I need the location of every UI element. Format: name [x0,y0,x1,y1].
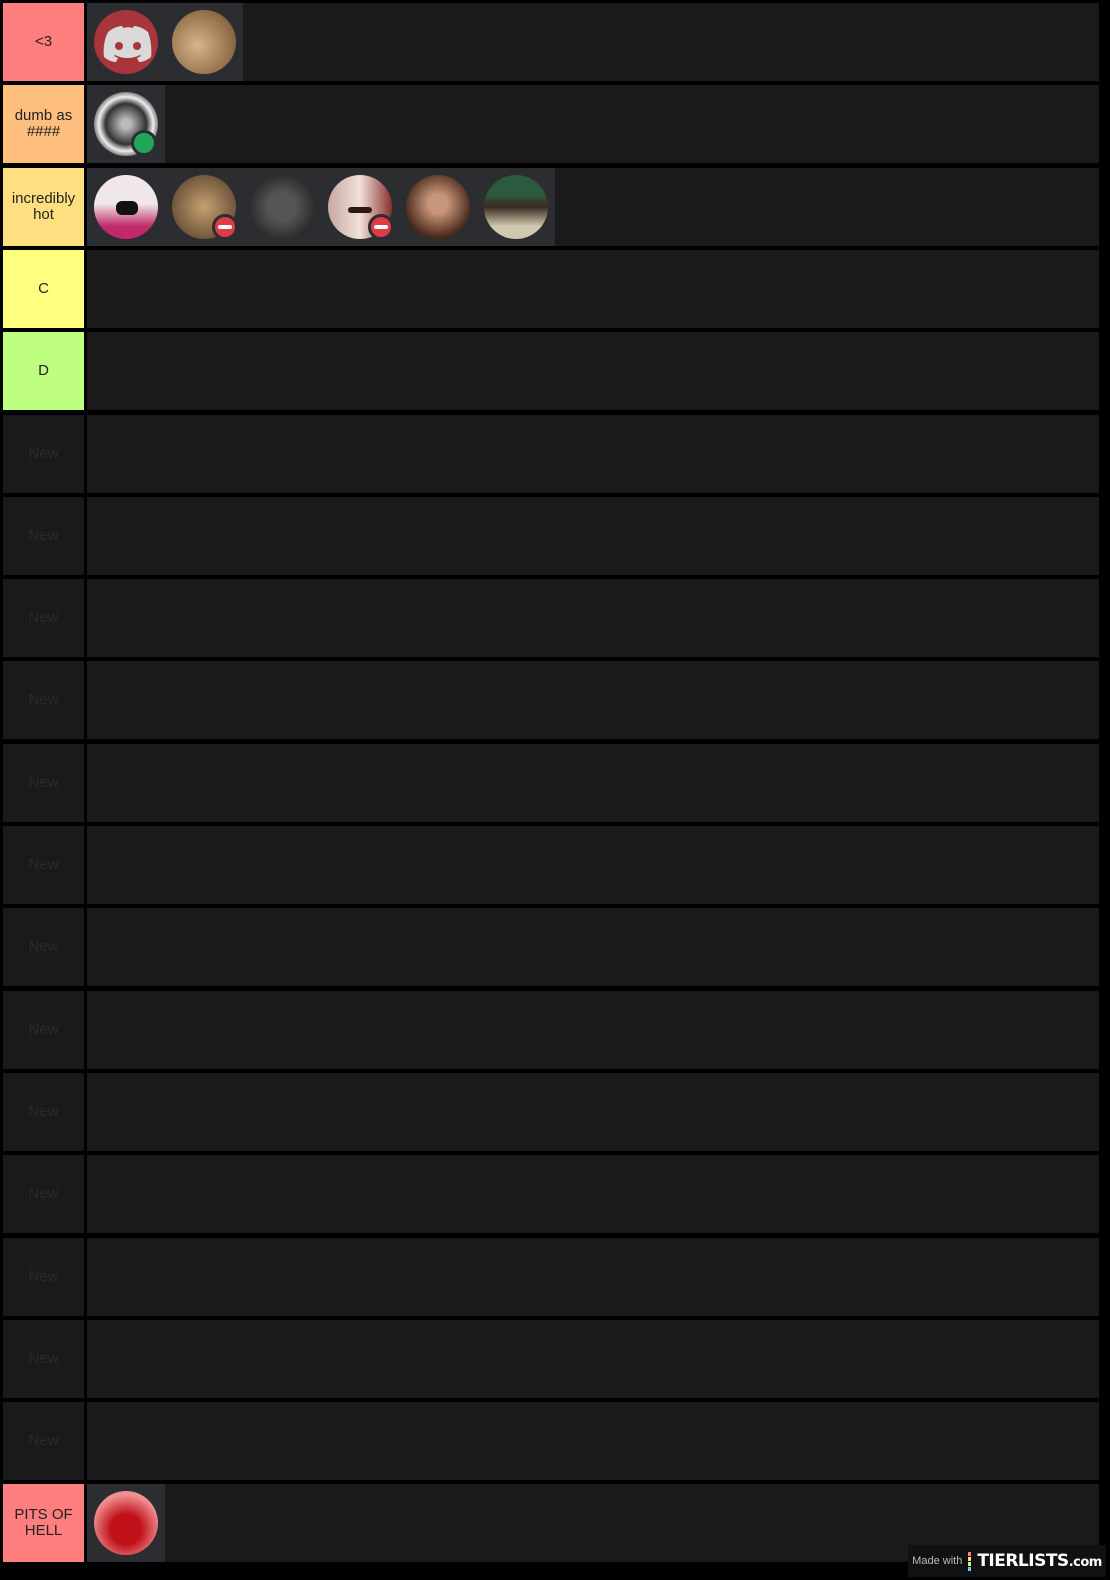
tier-label[interactable]: D [3,332,84,411]
tier-items-dropzone[interactable] [87,414,1099,493]
woman-avatar-icon [406,174,470,239]
tier-label[interactable]: New [3,826,84,904]
man-in-hat-avatar-icon [484,174,548,239]
tier-items-dropzone[interactable] [87,1237,1099,1316]
tier-row: C [0,247,1110,329]
tier-row: dumb as #### [0,82,1110,164]
do-not-disturb-icon [368,213,394,240]
tier-items-dropzone[interactable] [87,579,1099,658]
tier-row: PITS OF HELL [0,1481,1110,1563]
tier-row: D [0,329,1110,411]
discord-logo-icon [94,10,158,74]
tierlists-brand: TIERLISTS.com [977,1551,1102,1571]
tier-row: New [0,1399,1110,1481]
tier-row: New [0,1317,1110,1399]
tier-items-dropzone[interactable] [87,496,1099,575]
tier-label[interactable]: New [3,661,84,740]
tier-label[interactable]: dumb as #### [3,85,84,164]
tier-items-dropzone[interactable] [87,85,1099,164]
tier-items-dropzone[interactable] [87,826,1099,904]
tier-label[interactable]: New [3,743,84,822]
tier-items-dropzone[interactable] [87,167,1099,246]
tier-items-dropzone[interactable] [87,743,1099,822]
tier-item[interactable] [87,85,165,164]
tier-row: incredibly hot [0,165,1110,247]
red-figure-avatar-icon [94,1491,158,1556]
tier-items-dropzone[interactable] [87,1484,1099,1563]
tier-row: <3 [0,0,1110,82]
tier-row: New [0,1070,1110,1152]
tier-label[interactable]: incredibly hot [3,167,84,246]
tier-item[interactable] [87,167,165,246]
tier-item[interactable] [243,167,321,246]
tier-row: New [0,741,1110,823]
tier-item[interactable] [321,167,399,246]
tier-items-dropzone[interactable] [87,1402,1099,1481]
tier-row: New [0,494,1110,576]
tier-label[interactable]: New [3,579,84,658]
tier-items-dropzone[interactable] [87,990,1099,1069]
tier-label[interactable]: New [3,908,84,987]
tierlists-logo-icon [968,1551,972,1571]
tier-items-dropzone[interactable] [87,3,1099,81]
tier-item[interactable] [165,167,243,246]
tier-items-dropzone[interactable] [87,661,1099,740]
tier-item[interactable] [165,3,243,81]
tier-label[interactable]: New [3,414,84,493]
tier-items-dropzone[interactable] [87,1155,1099,1234]
do-not-disturb-icon [212,213,238,240]
tier-label[interactable]: PITS OF HELL [3,1484,84,1563]
tier-item[interactable] [87,1484,165,1563]
tier-row: New [0,576,1110,658]
dog-avatar-icon [172,10,236,74]
online-status-icon [131,130,157,157]
tier-label[interactable]: New [3,1319,84,1398]
tier-label[interactable]: New [3,1237,84,1316]
tier-item[interactable] [399,167,477,246]
made-with-text: Made with [912,1555,963,1567]
skull-avatar-icon [250,174,314,239]
tier-item[interactable] [477,167,555,246]
tier-items-dropzone[interactable] [87,1072,1099,1151]
tier-row: New [0,658,1110,740]
tier-items-dropzone[interactable] [87,1319,1099,1398]
tierlists-watermark[interactable]: Made with TIERLISTS.com [908,1545,1106,1577]
tier-label[interactable]: C [3,249,84,328]
tier-items-dropzone[interactable] [87,908,1099,987]
tier-label[interactable]: New [3,1402,84,1481]
tier-label[interactable]: New [3,1072,84,1151]
tier-row: New [0,905,1110,987]
tier-row: New [0,988,1110,1070]
tier-label[interactable]: New [3,990,84,1069]
tier-items-dropzone[interactable] [87,332,1099,411]
tier-row: New [0,412,1110,494]
tier-label[interactable]: New [3,1155,84,1234]
masked-person-avatar-icon [94,174,158,239]
tier-label[interactable]: New [3,496,84,575]
tier-label[interactable]: <3 [3,3,84,81]
tier-row: New [0,1235,1110,1317]
tier-item[interactable] [87,3,165,81]
tier-items-dropzone[interactable] [87,249,1099,328]
tier-row: New [0,1152,1110,1234]
tier-row: New [0,823,1110,905]
